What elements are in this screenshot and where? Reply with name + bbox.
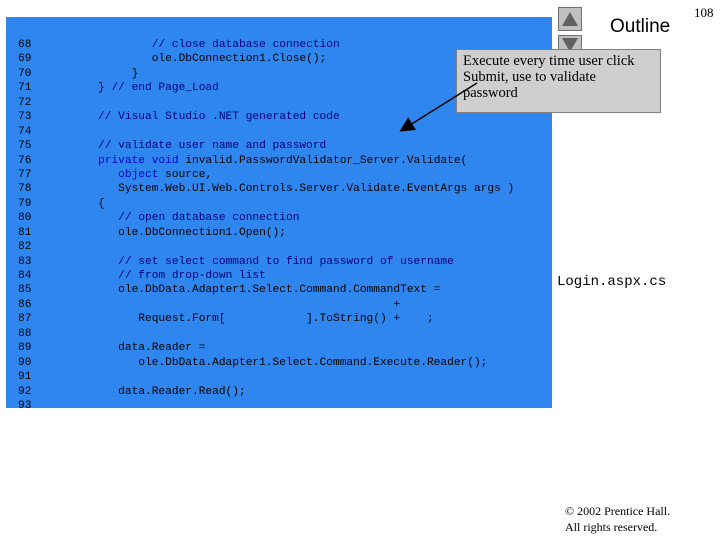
code-token (98, 256, 118, 268)
triangle-down-icon (562, 38, 578, 50)
code-line: 89 data.Reader = (18, 341, 514, 355)
code-line: 68 // close database connection (18, 38, 514, 52)
code-token: private void (98, 154, 179, 167)
code-line: 74 (18, 125, 514, 139)
code-line: 93 (18, 399, 514, 413)
line-number: 93 (18, 399, 32, 412)
line-number: 92 (18, 385, 32, 398)
code-line: 79 { (18, 197, 514, 211)
line-number: 82 (18, 241, 32, 254)
line-number: 76 (18, 154, 32, 167)
code-line: 77 object source, (18, 168, 514, 182)
code-token: ole.DbConnection1.Open(); (98, 226, 286, 239)
line-number: 87 (18, 313, 32, 326)
code-line: 87 Request.Form[ ].ToString() + ; (18, 312, 514, 326)
line-number: 86 (18, 298, 32, 311)
line-number: 71 (18, 82, 32, 95)
line-number: 85 (18, 284, 32, 297)
code-line: 73 // Visual Studio .NET generated code (18, 110, 514, 124)
code-line: 85 ole.DbData.Adapter1.Select.Command.Co… (18, 283, 514, 297)
code-line: 78 System.Web.UI.Web.Controls.Server.Val… (18, 182, 514, 196)
code-line: 69 ole.DbConnection1.Close(); (18, 52, 514, 66)
page-number: 108 (694, 5, 714, 20)
code-line: 75 // validate user name and password (18, 139, 514, 153)
code-token: ole.DbData.Adapter1.Select.Command.Comma… (98, 284, 441, 297)
code-token: data.Reader.Read(); (98, 385, 246, 398)
line-number: 73 (18, 111, 32, 124)
line-number: 91 (18, 371, 32, 384)
code-token: source, (158, 168, 213, 181)
line-number: 90 (18, 356, 32, 369)
code-line: 86 + (18, 298, 514, 312)
code-line: 84 // from drop-down list (18, 269, 514, 283)
code-token: // set select command to find password o… (118, 255, 454, 268)
line-number: 77 (18, 168, 32, 181)
line-number: 74 (18, 125, 32, 138)
code-line: 83 // set select command to find passwor… (18, 255, 514, 269)
code-line: 91 (18, 370, 514, 384)
code-line: 88 (18, 327, 514, 341)
code-token (98, 169, 118, 181)
code-line: 82 (18, 240, 514, 254)
code-line: 72 (18, 96, 514, 110)
code-token: object (118, 168, 159, 181)
line-number: 72 (18, 96, 32, 109)
line-number: 68 (18, 39, 32, 51)
previous-slide-button[interactable] (558, 7, 582, 31)
code-line: 90 ole.DbData.Adapter1.Select.Command.Ex… (18, 356, 514, 370)
line-number: 83 (18, 255, 32, 268)
line-number: 75 (18, 140, 32, 153)
copyright-notice: © 2002 Prentice Hall. All rights reserve… (565, 503, 670, 535)
copyright-line: All rights reserved. (565, 520, 658, 534)
code-line: 80 // open database connection (18, 211, 514, 225)
code-token (98, 212, 118, 224)
code-token: // from drop-down list (118, 270, 266, 282)
callout-box: Execute every time user click Submit, us… (456, 49, 661, 113)
code-line: 71} // end Page_Load (18, 81, 514, 95)
code-token: data.Reader = (98, 342, 206, 355)
code-token: { (98, 197, 105, 210)
code-token: // open database connection (118, 212, 300, 225)
line-number: 80 (18, 212, 32, 225)
line-number: 79 (18, 197, 32, 210)
outline-title: Outline (610, 16, 671, 37)
code-line: 92 data.Reader.Read(); (18, 385, 514, 399)
code-token: // Visual Studio .NET generated code (98, 111, 340, 124)
triangle-up-icon (562, 12, 578, 26)
code-token: + (98, 298, 401, 311)
code-token: ole.DbData.Adapter1.Select.Command.Execu… (98, 356, 488, 369)
code-token: } (98, 82, 112, 95)
line-number: 70 (18, 67, 32, 80)
code-line: 81 ole.DbConnection1.Open(); (18, 226, 514, 240)
line-number: 88 (18, 327, 32, 340)
line-number: 69 (18, 53, 32, 66)
code-token: ole.DbConnection1.Close(); (98, 53, 327, 66)
code-token: invalid.PasswordValidator_Server.Validat… (178, 154, 468, 167)
line-number: 81 (18, 226, 32, 239)
code-token: // validate user name and password (98, 140, 327, 153)
code-token (98, 270, 118, 282)
code-line: 76 private void invalid.PasswordValidator… (18, 154, 514, 168)
code-token: // close database connection (151, 39, 340, 51)
code-token (98, 39, 152, 51)
copyright-line: © 2002 Prentice Hall. (565, 504, 671, 518)
code-token: // end Page_Load (111, 82, 219, 95)
code-line: 70 } (18, 67, 514, 81)
file-name-label: Login.aspx.cs (557, 274, 667, 290)
line-number: 84 (18, 270, 32, 282)
code-token: } (98, 67, 139, 80)
code-token: System.Web.UI.Web.Controls.Server.Valida… (98, 183, 515, 196)
line-number: 89 (18, 342, 32, 355)
line-number: 78 (18, 183, 32, 196)
code-token: Request.Form[ ].ToString() + ; (98, 313, 434, 326)
